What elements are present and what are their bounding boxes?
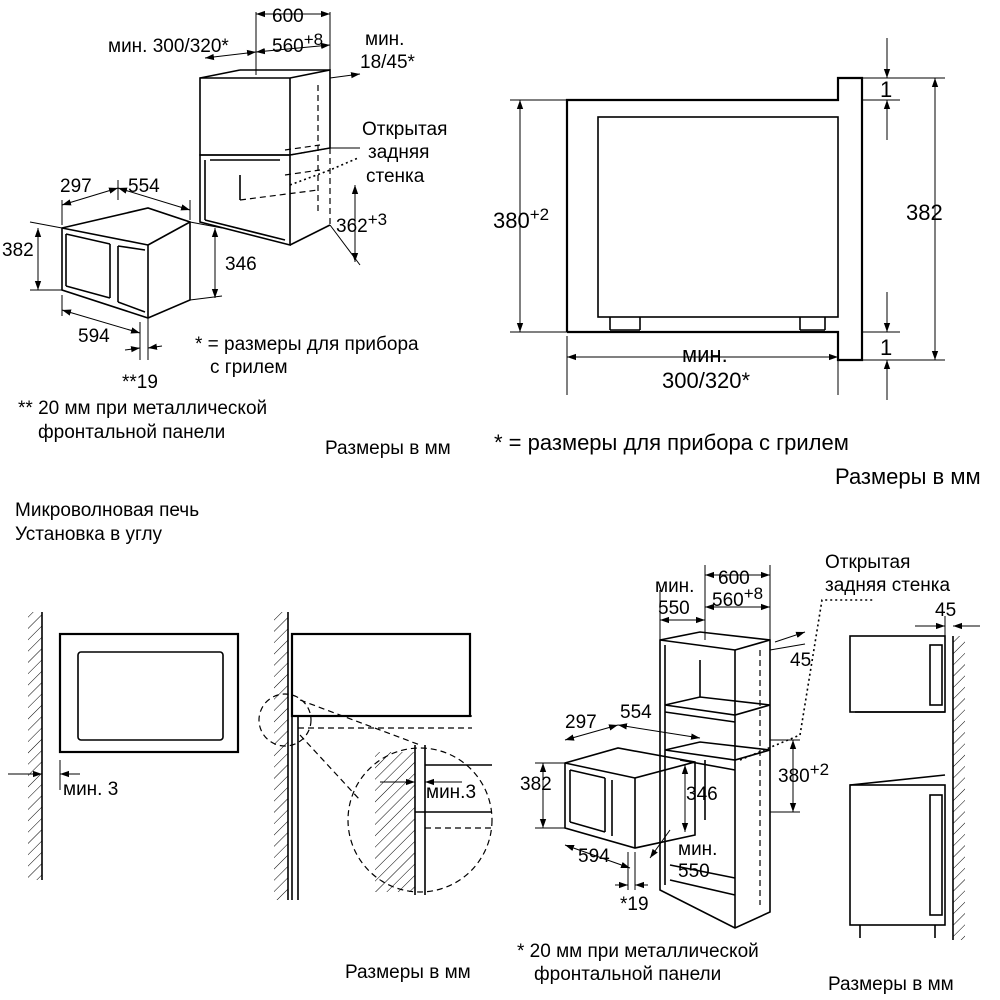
units-label-right: Размеры в мм [828,974,954,995]
dim-min-3: мин. 3 [63,779,118,800]
dim-594: 594 [78,326,110,347]
dim-297: 297 [60,176,92,197]
dim-380: 380+2 [493,205,549,233]
dim-380-tolerance: +2 [530,205,549,224]
open-back-label-1: Открытая [362,119,447,140]
note-grill-2: с грилем [210,357,288,378]
note-metal-2: фронтальной панели [38,422,225,443]
note-metal-1: * 20 мм при металлической [517,941,759,962]
dim-382: 382 [520,774,552,795]
note-grill: * = размеры для прибора с грилем [494,430,849,455]
dim-19: *19 [620,894,649,915]
units-label: Размеры в мм [835,464,981,489]
dim-560-tolerance: +8 [304,30,323,49]
section-title-line1: Микроволновая печь [15,500,199,521]
dim-346: 346 [686,784,718,805]
dim-380-tolerance: +2 [810,760,829,779]
dim-362: 362+3 [336,210,387,237]
dim-560-value: 560 [272,36,304,57]
dim-362-value: 362 [336,216,368,237]
dim-382: 382 [906,200,943,225]
dim-594: 594 [578,846,610,867]
units-label: Размеры в мм [345,962,471,983]
dim-554: 554 [620,702,652,723]
dim-min-550-lower-label: мин. [678,839,717,860]
dim-560: 560+8 [272,30,323,57]
top-left-niche-diagram: 600 мин. 300/320* 560+8 мин. 18/45* Откр… [2,6,451,459]
open-back-label-2: задняя [368,142,429,163]
dim-600: 600 [272,6,304,27]
bottom-left-corner-diagram: мин. 3 мин.3 Размеры в мм [8,612,493,983]
section-title-line2: Установка в углу [15,524,163,545]
dim-18-45: 18/45* [360,52,416,73]
dim-1-bottom: 1 [880,335,892,360]
dim-382: 382 [2,240,34,261]
dim-300-320: 300/320* [662,368,751,393]
dim-600: 600 [718,568,750,589]
dim-45-side: 45 [935,600,956,621]
open-back-label-1: Открытая [825,552,910,573]
dim-550: 550 [658,598,690,619]
dim-min-label: мин. [365,29,404,50]
dim-380-value: 380 [778,766,810,787]
dim-362-tolerance: +3 [368,210,387,229]
dim-min-550-label: мин. [655,576,694,597]
open-back-label-3: стенка [366,166,425,187]
note-grill-1: * = размеры для прибора [195,334,419,355]
dim-380: 380+2 [778,760,829,787]
bottom-right-tall-cabinet-diagram: мин. 550 600 560+8 Открытая задняя стенк… [517,552,980,995]
open-back-label-2: задняя стенка [825,575,950,596]
dim-560-value: 560 [712,590,744,611]
note-metal-1: ** 20 мм при металлической [18,398,267,419]
dim-1-top: 1 [880,77,892,102]
top-right-section-diagram: 380+2 382 1 1 мин. 300/320* * = размеры … [493,38,981,489]
dim-560: 560+8 [712,584,763,611]
dim-554: 554 [128,176,160,197]
section-title: Микроволновая печь Установка в углу [15,500,199,545]
units-label: Размеры в мм [325,438,451,459]
dim-550-lower: 550 [678,861,710,882]
dim-380-value: 380 [493,208,530,233]
dim-560-tolerance: +8 [744,584,763,603]
dim-19: **19 [122,372,158,393]
dim-45: 45 [790,650,811,671]
dim-346: 346 [225,254,257,275]
dim-min-300-320: мин. 300/320* [108,36,229,57]
note-metal-2: фронтальной панели [534,964,721,985]
dim-297: 297 [565,712,597,733]
dim-min-label: мин. [682,342,728,367]
dim-min-3-detail: мин.3 [426,782,476,803]
